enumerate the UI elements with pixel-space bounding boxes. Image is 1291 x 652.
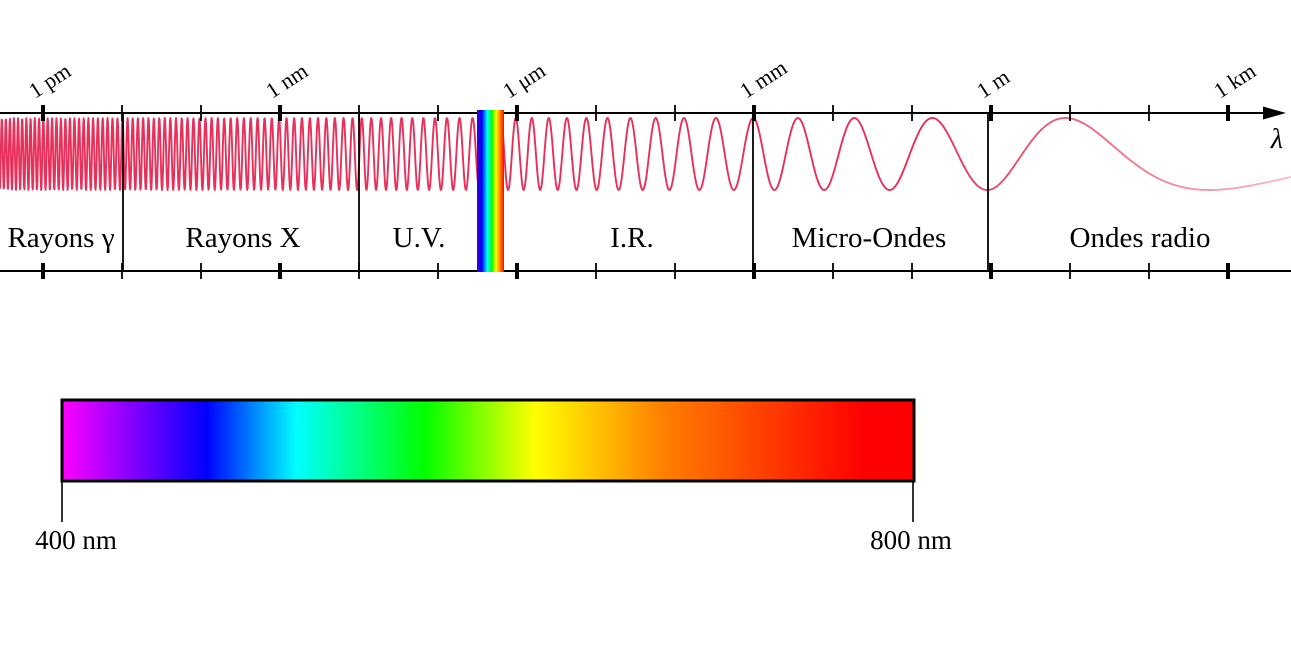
em-wave-curve (0, 117, 1291, 191)
visible-spectrum-bar-group: 400 nm 800 nm (35, 398, 952, 555)
wavelength-tick-label: 1 pm (24, 58, 75, 103)
region-label: I.R. (610, 222, 654, 254)
visible-light-band (477, 110, 504, 272)
wavelength-tick-label: 1 nm (261, 58, 312, 103)
region-dividers (122, 113, 989, 271)
wavelength-tick-label: 1 km (1209, 58, 1260, 103)
top-axis-ticks (41, 105, 1230, 121)
wavelength-tick-label: 1 mm (735, 55, 791, 104)
region-label: Ondes radio (1070, 222, 1211, 254)
wavelength-tick-label: 1 μm (498, 57, 550, 103)
wavelength-tick-labels: 1 pm 1 nm 1 μm 1 mm 1 m 1 km (24, 55, 1260, 104)
region-label: Rayons X (185, 222, 300, 254)
bottom-axis-ticks (41, 263, 1230, 279)
min-wavelength-label: 400 nm (35, 525, 117, 555)
region-label: Micro-Ondes (792, 222, 947, 254)
wavelength-axis-top (0, 105, 1286, 121)
wavelength-axis-bottom (0, 263, 1291, 279)
lambda-axis-label: λ (1270, 124, 1283, 155)
axis-arrowhead (1263, 106, 1286, 120)
region-labels: Rayons γ Rayons X U.V. I.R. Micro-Ondes Ondes… (7, 222, 1210, 254)
max-wavelength-label: 800 nm (870, 525, 952, 555)
wavelength-tick-label: 1 m (972, 64, 1014, 103)
region-label: U.V. (393, 222, 446, 254)
region-label: Rayons γ (7, 222, 114, 254)
visible-spectrum-bar (60, 398, 916, 483)
